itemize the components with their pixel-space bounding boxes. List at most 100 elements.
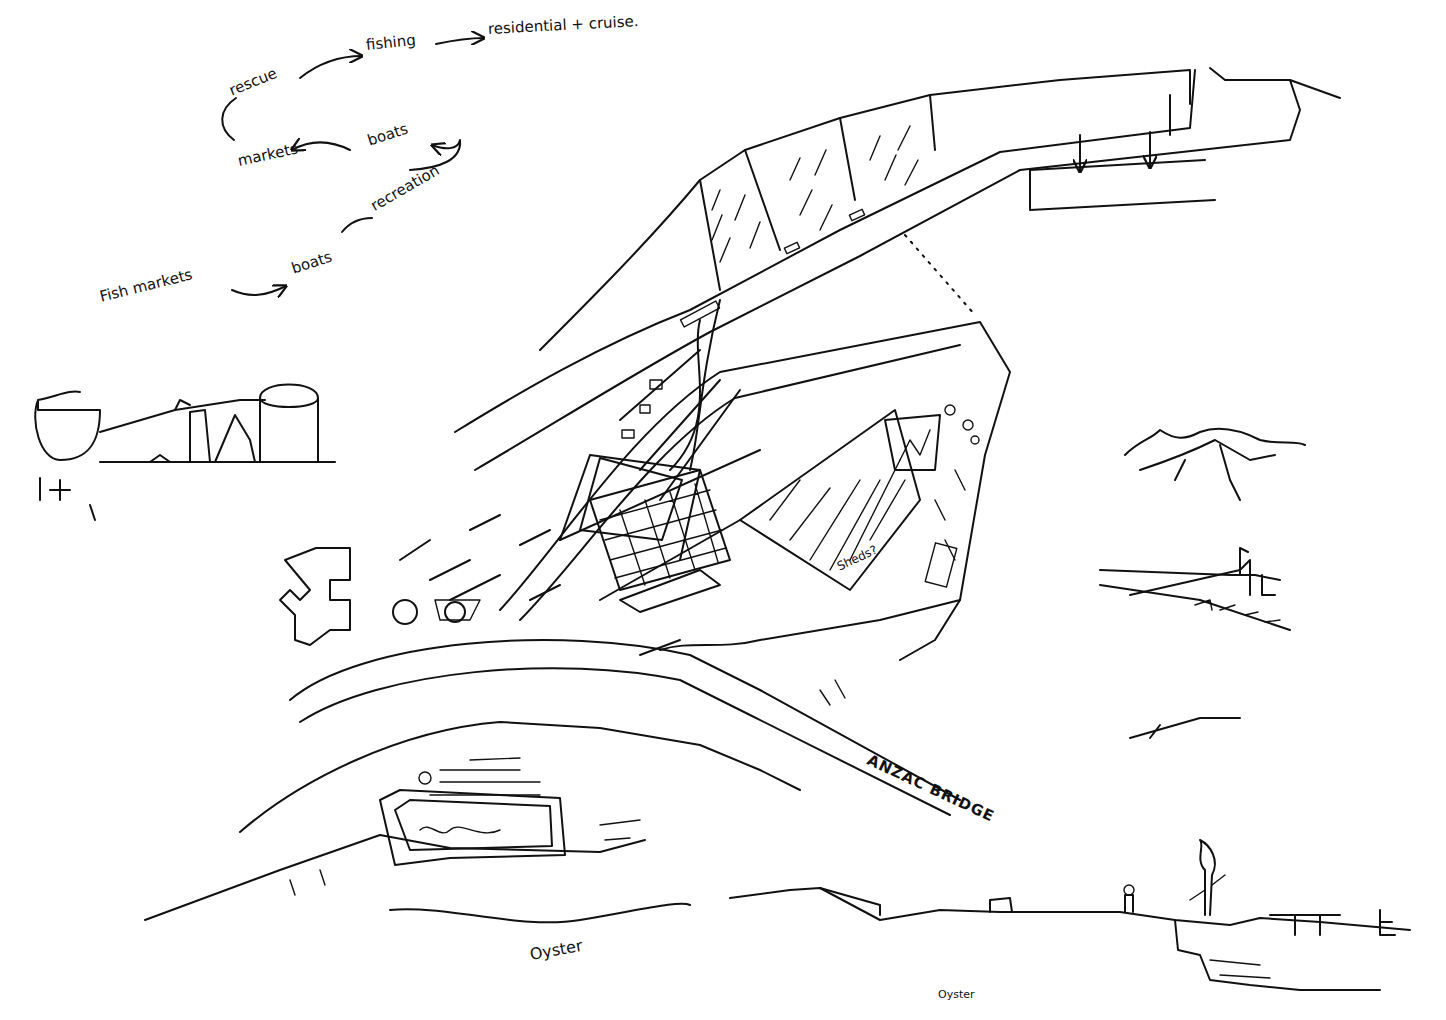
lower-shore-stroke bbox=[600, 820, 640, 840]
upper-peninsula-stroke bbox=[849, 209, 864, 220]
central-peninsula-stroke bbox=[560, 450, 760, 600]
bottom-elevation-stroke bbox=[1190, 875, 1225, 900]
lower-shore-stroke bbox=[395, 800, 552, 850]
area-label: Oyster bbox=[938, 989, 975, 1001]
upper-peninsula bbox=[455, 68, 1340, 470]
upper-peninsula-stroke bbox=[905, 235, 975, 315]
lower-shore-stroke bbox=[390, 904, 690, 923]
bottom-elevation-stroke bbox=[990, 898, 1012, 912]
central-peninsula-stroke bbox=[600, 484, 726, 585]
lower-shore-stroke bbox=[380, 790, 565, 865]
central-peninsula-stroke bbox=[945, 405, 955, 415]
upper-peninsula-stroke bbox=[540, 70, 1190, 350]
note-word: residential + cruise. bbox=[488, 13, 639, 37]
central-peninsula-stroke bbox=[500, 322, 1010, 660]
right-sketches-stroke bbox=[1125, 429, 1305, 455]
upper-peninsula-stroke bbox=[1030, 160, 1215, 210]
lower-shore-stroke bbox=[290, 870, 325, 895]
central-peninsula-stroke bbox=[670, 300, 720, 470]
left-elevation-stroke bbox=[260, 385, 318, 408]
note-arrows bbox=[222, 38, 484, 295]
left-elevation-stroke bbox=[35, 392, 100, 460]
note-word: rescue bbox=[227, 65, 279, 99]
bridge-road-stroke bbox=[300, 668, 950, 815]
central-peninsula-stroke bbox=[935, 470, 965, 560]
central-peninsula-stroke bbox=[650, 380, 662, 389]
left-elevation-stroke bbox=[40, 478, 95, 520]
upper-peninsula-stroke bbox=[712, 126, 918, 262]
right-sketches-stroke bbox=[1195, 600, 1280, 622]
upper-peninsula-stroke bbox=[1169, 95, 1171, 135]
note-arrows-stroke bbox=[300, 56, 362, 78]
bridge-label: ANZAC BRIDGE bbox=[865, 752, 997, 825]
upper-peninsula-stroke bbox=[840, 118, 855, 200]
note-word: Fish markets bbox=[98, 266, 194, 305]
right-sketches bbox=[1100, 429, 1305, 738]
central-peninsula-stroke bbox=[770, 460, 905, 570]
lower-shore-stroke bbox=[419, 772, 431, 784]
central-peninsula-stroke bbox=[900, 430, 930, 460]
left-elevation-stroke bbox=[100, 461, 335, 463]
central-peninsula-stroke bbox=[393, 600, 417, 624]
right-sketches-stroke bbox=[1100, 570, 1280, 580]
central-peninsula-stroke bbox=[963, 420, 973, 430]
bottom-elevation bbox=[730, 840, 1410, 990]
area-label: Oyster bbox=[528, 937, 583, 964]
right-sketches-stroke bbox=[1140, 440, 1275, 470]
central-peninsula-stroke bbox=[971, 436, 979, 444]
bottom-elevation-stroke bbox=[1210, 960, 1270, 978]
bottom-elevation-stroke bbox=[1200, 840, 1215, 915]
right-sketches-stroke bbox=[1130, 718, 1240, 738]
left-elevation-stroke bbox=[150, 455, 170, 462]
left-elevation-stroke bbox=[215, 415, 255, 462]
lower-shore-stroke bbox=[420, 827, 500, 833]
bridge-road bbox=[290, 600, 960, 815]
central-peninsula-stroke bbox=[280, 548, 350, 645]
central-peninsula-stroke bbox=[640, 405, 650, 413]
upper-peninsula-stroke bbox=[1149, 132, 1151, 168]
bridge-road-stroke bbox=[640, 640, 680, 655]
note-arrows-stroke bbox=[232, 286, 286, 295]
bottom-elevation-stroke bbox=[1124, 885, 1134, 895]
bridge-road-stroke bbox=[290, 640, 960, 800]
central-peninsula-stroke bbox=[590, 470, 730, 590]
central-peninsula-stroke bbox=[400, 515, 560, 600]
bottom-elevation-stroke bbox=[730, 888, 1410, 930]
central-peninsula-stroke bbox=[622, 430, 634, 438]
upper-peninsula-stroke bbox=[930, 95, 935, 150]
note-arrows-stroke bbox=[436, 38, 484, 44]
lower-shore bbox=[145, 722, 800, 922]
central-peninsula-stroke bbox=[740, 410, 920, 590]
upper-peninsula-stroke bbox=[475, 80, 1340, 470]
bottom-elevation-stroke bbox=[1175, 920, 1380, 990]
lower-shore-stroke bbox=[145, 835, 645, 920]
left-elevation-stroke bbox=[175, 400, 190, 410]
left-elevation-stroke bbox=[100, 400, 265, 432]
note-word: boats bbox=[289, 249, 334, 278]
right-sketches-stroke bbox=[1130, 560, 1250, 595]
note-arrows-stroke bbox=[292, 143, 350, 151]
central-peninsula-stroke bbox=[435, 600, 480, 620]
note-word: recreation bbox=[368, 162, 442, 214]
right-sketches-stroke bbox=[1175, 445, 1240, 500]
bottom-elevation-stroke bbox=[820, 888, 880, 915]
upper-peninsula-stroke bbox=[1210, 68, 1290, 80]
lower-shore-stroke bbox=[240, 722, 800, 832]
bottom-elevation-stroke bbox=[1125, 895, 1133, 912]
right-sketches-stroke bbox=[1240, 548, 1275, 595]
central-peninsula-stroke bbox=[885, 415, 940, 470]
central-peninsula-stroke bbox=[620, 570, 720, 612]
central-peninsula-stroke bbox=[620, 350, 740, 500]
note-word: fishing bbox=[365, 32, 416, 54]
bridge-road-stroke bbox=[660, 600, 960, 650]
central-peninsula-stroke bbox=[925, 543, 957, 587]
upper-peninsula-stroke bbox=[745, 150, 780, 250]
note-word: markets bbox=[236, 140, 299, 169]
note-arrows-stroke bbox=[222, 98, 236, 140]
upper-peninsula-stroke bbox=[1079, 135, 1081, 172]
central-peninsula bbox=[280, 300, 1010, 660]
note-arrows-stroke bbox=[342, 218, 372, 232]
bridge-road-stroke bbox=[820, 680, 845, 705]
